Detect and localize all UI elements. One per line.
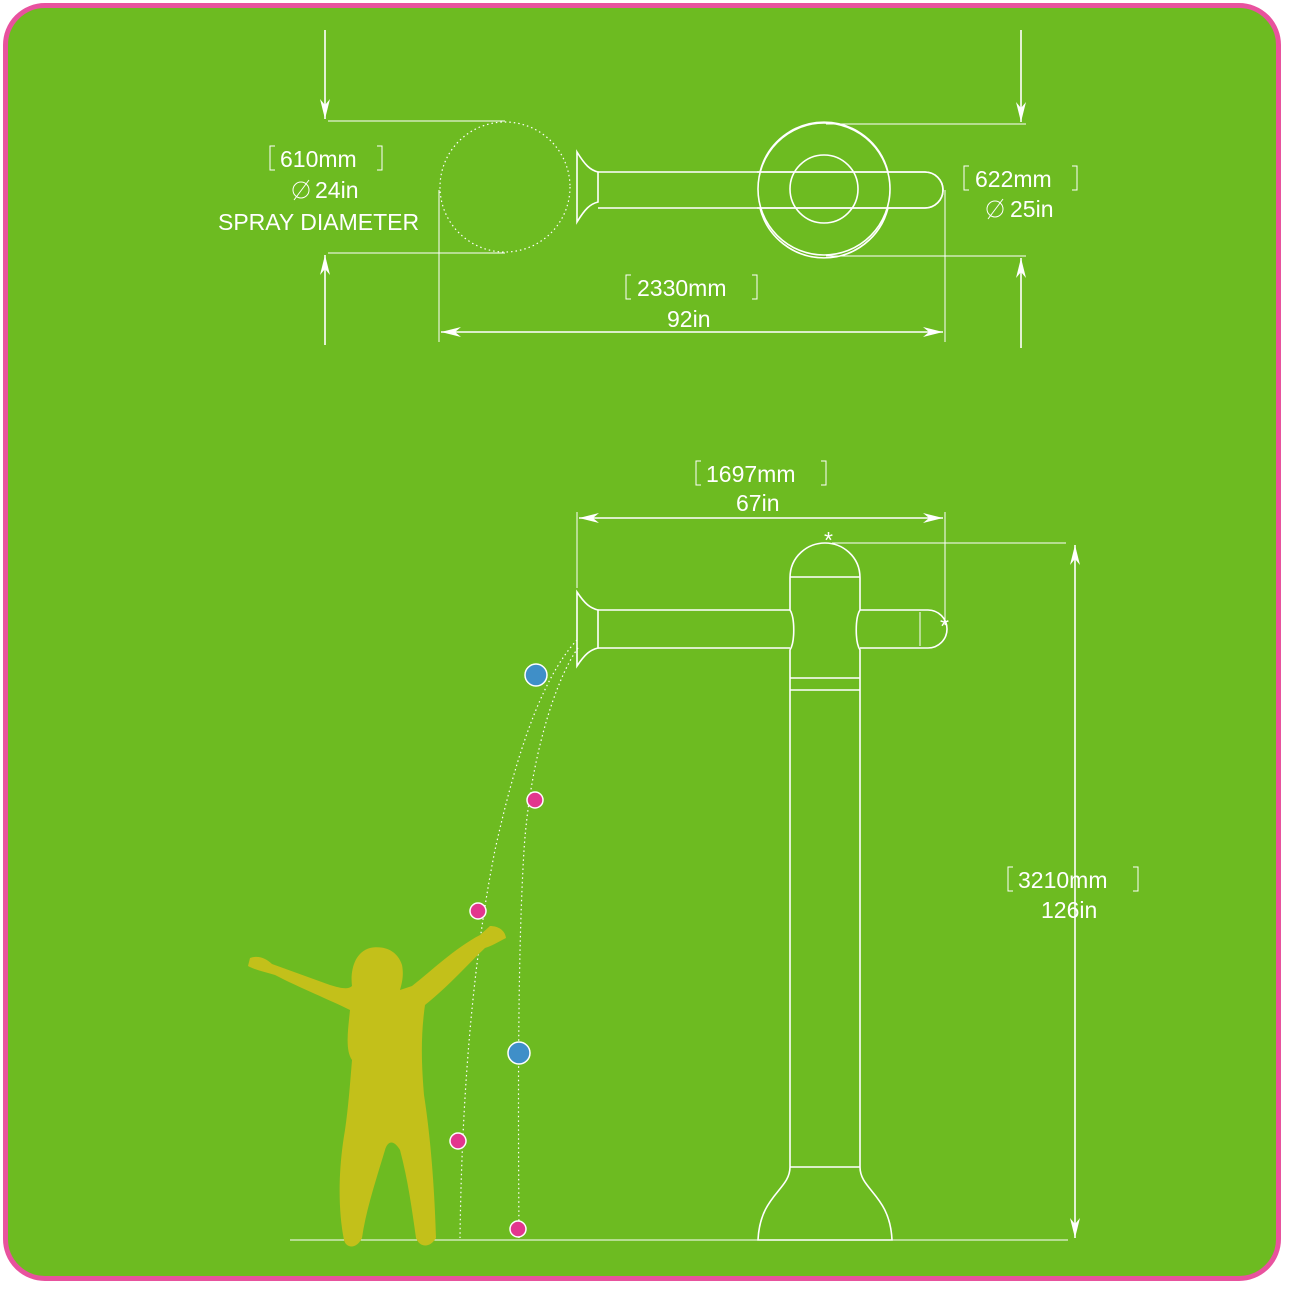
post-base: [757, 1166, 893, 1241]
side-arm-left: [598, 609, 790, 649]
bracket-left: [1007, 866, 1013, 892]
drop-blue: [524, 663, 548, 687]
drawing-frame: [3, 3, 1281, 1281]
spray-in-text: 24in: [315, 177, 358, 203]
arm-mm-text: 1697mm: [706, 461, 795, 487]
bracket-right: [821, 460, 827, 486]
spray-arc-outer: [459, 639, 578, 1239]
arm-in-text: 67in: [736, 490, 779, 516]
length-mm-text: 2330mm: [637, 275, 726, 301]
asterisk-mark: *: [824, 527, 833, 553]
side-view: * * 1697mm 67in 3210mm 126in: [248, 460, 1139, 1247]
base-mm-text: 622mm: [975, 166, 1052, 192]
top-view: 610mm 24in SPRAY DIAMETER 622mm 25in 233…: [218, 30, 1078, 348]
spray-circle: [439, 121, 571, 253]
base-diameter-label: 622mm 25in: [963, 165, 1078, 222]
bracket-left: [625, 274, 631, 300]
bracket-left: [963, 165, 969, 191]
post-head: [789, 542, 861, 690]
side-nozzle: [576, 589, 599, 669]
height-label: 3210mm 126in: [1007, 866, 1139, 923]
height-mm-text: 3210mm: [1018, 867, 1107, 893]
length-label: 2330mm 92in: [625, 274, 758, 332]
spray-mm-text: 610mm: [280, 146, 357, 172]
top-nozzle: [576, 149, 599, 225]
top-arm-over-ring: [757, 171, 944, 209]
asterisk-mark: *: [940, 613, 949, 639]
top-arm: [598, 171, 944, 209]
spray-caption: SPRAY DIAMETER: [218, 209, 419, 235]
length-in-text: 92in: [667, 306, 710, 332]
top-ring-lower: [759, 207, 889, 259]
arm-label: 1697mm 67in: [695, 460, 827, 516]
drop-blue: [507, 1041, 531, 1065]
child-silhouette-icon: [248, 926, 506, 1247]
bracket-left: [695, 460, 701, 486]
bracket-right: [1133, 866, 1139, 892]
bracket-right: [377, 145, 383, 171]
bracket-left: [269, 145, 275, 171]
diameter-icon: [986, 198, 1004, 220]
top-base-ring: [757, 122, 891, 256]
drop-pink: [449, 1132, 467, 1150]
spray-arc-inner: [517, 647, 579, 1239]
water-drops: [449, 663, 548, 1238]
spray-diameter-label: 610mm 24in SPRAY DIAMETER: [218, 145, 419, 235]
drop-pink: [509, 1220, 527, 1238]
top-ring-upper: [759, 121, 889, 173]
diameter-icon: [292, 179, 310, 201]
top-post-circle: [789, 154, 859, 224]
bracket-right: [752, 274, 758, 300]
bracket-right: [1072, 165, 1078, 191]
base-in-text: 25in: [1010, 196, 1053, 222]
height-in-text: 126in: [1041, 897, 1097, 923]
drop-pink: [526, 791, 544, 809]
side-arm-right: [860, 609, 948, 649]
drop-pink: [469, 902, 487, 920]
